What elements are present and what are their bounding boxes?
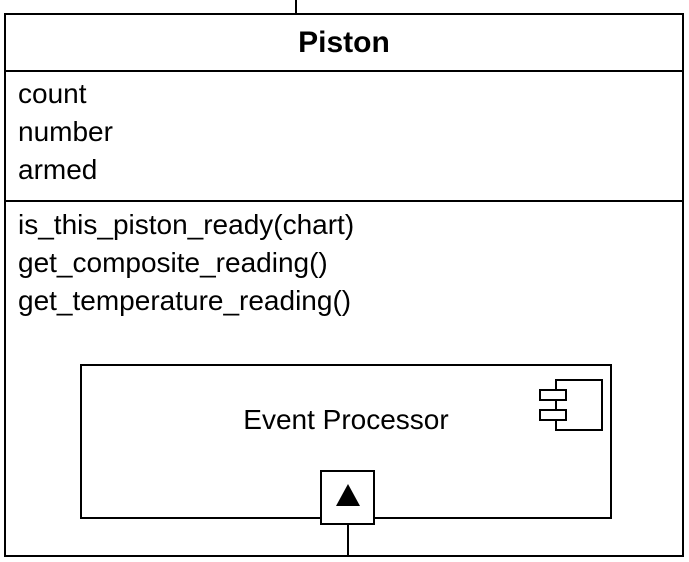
class-name: Piston (298, 25, 390, 59)
method-item: get_temperature_reading() (18, 285, 352, 316)
attribute-list: count number armed (18, 75, 113, 189)
component-event-processor[interactable]: Event Processor (80, 364, 612, 519)
class-box-piston[interactable]: Piston count number armed is_this_piston… (4, 13, 684, 557)
attribute-item: armed (18, 154, 98, 185)
method-item: is_this_piston_ready(chart) (18, 209, 355, 240)
attribute-item: count (18, 78, 87, 109)
port-box[interactable] (320, 470, 375, 525)
attribute-divider (6, 200, 682, 202)
method-list: is_this_piston_ready(chart) get_composit… (18, 206, 354, 320)
component-icon (536, 378, 606, 439)
attribute-item: number (18, 116, 113, 147)
name-divider (6, 70, 682, 72)
triangle-up-icon (335, 483, 361, 512)
component-label: Event Processor (243, 404, 449, 435)
port-connector-line (347, 525, 349, 557)
method-item: get_composite_reading() (18, 247, 328, 278)
top-connector-line (295, 0, 297, 14)
